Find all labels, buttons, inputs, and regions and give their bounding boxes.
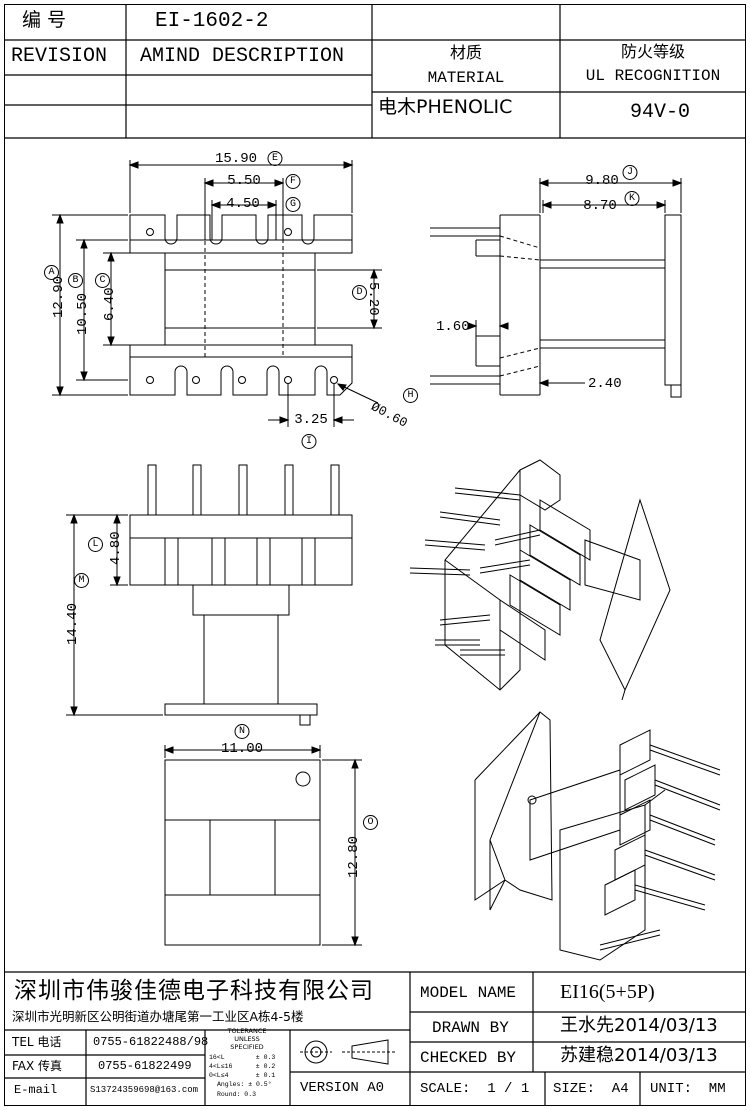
dim-d-value: 5.20 (365, 282, 381, 316)
drawn-by: 王水先2014/03/13 (560, 1015, 718, 1036)
ul-en-label: UL RECOGNITION (585, 67, 721, 85)
dim-k-label: K (624, 191, 640, 206)
dim-i-value: 3.25 (294, 412, 328, 428)
model-name-label: MODEL NAME (420, 984, 517, 1002)
material-en-label: MATERIAL (427, 69, 505, 87)
dim-f-label: F (285, 174, 301, 189)
dim-h-label: H (403, 388, 418, 403)
dim-g-value: 4.50 (226, 196, 260, 212)
company-address: 深圳市光明新区公明街道办塘尾第一工业区A栋4-5楼 (12, 1009, 304, 1024)
material-value: 电木PHENOLIC (378, 96, 513, 118)
dim-e-label: E (267, 151, 283, 166)
title-block-grid (4, 971, 746, 1106)
top-view (52, 160, 382, 427)
fax-value: 0755-61822499 (98, 1059, 192, 1073)
ul-cn-label: 防火等级 (620, 42, 686, 61)
dim-c-value: 6.40 (102, 287, 118, 321)
bottom-view (163, 745, 362, 947)
scale: SCALE: 1 / 1 (420, 1081, 530, 1097)
tolerance-row-2: 4<L≤16 ± 0.2 (209, 1063, 276, 1070)
header-grid (4, 4, 746, 139)
dim-m-value: 14.40 (65, 602, 81, 645)
tolerance-row-1: 16<L ± 0.3 (209, 1054, 276, 1061)
tolerance-row-5: Round: 0.3 (217, 1091, 257, 1098)
ul-value: 94V-0 (629, 101, 691, 124)
fax-label: FAX 传真 (12, 1059, 63, 1073)
dim-side-a-value: 1.60 (436, 319, 470, 335)
company-name: 深圳市伟骏佳德电子科技有限公司 (14, 978, 374, 1004)
dim-b-label: B (68, 273, 83, 288)
material-cn-label: 材质 (449, 43, 483, 62)
sheet-size: SIZE: A4 (553, 1081, 629, 1097)
tolerance-title-3: SPECIFIED (230, 1043, 264, 1051)
tel-value: 0755-61822488/98 (93, 1035, 209, 1049)
version: VERSION A0 (300, 1080, 385, 1096)
front-elevation (66, 464, 353, 726)
dim-side-b-value: 2.40 (588, 376, 622, 392)
dim-b-value: 10.50 (75, 292, 91, 335)
isometric-view-top (409, 459, 671, 701)
tolerance-row-3: 0<L≤4 ± 0.1 (209, 1072, 276, 1079)
part-number-label: 编 号 (22, 9, 67, 31)
tolerance-title-1: TOLERANCE (227, 1027, 267, 1035)
dim-e-value: 15.90 (214, 151, 258, 167)
tel-label: TEL 电话 (12, 1035, 62, 1049)
dim-j-value: 9.80 (585, 173, 619, 189)
drawn-by-label: DRAWN BY (432, 1019, 509, 1037)
isometric-view-bottom (474, 711, 721, 961)
tolerance-row-4: Angles: ± 0.5° (217, 1081, 272, 1088)
dim-a-value: 12.90 (51, 275, 67, 318)
dim-l-label: L (88, 537, 103, 552)
dim-k-value: 8.70 (583, 198, 617, 214)
dim-a-label: A (44, 265, 59, 280)
checked-by-label: CHECKED BY (420, 1049, 517, 1067)
dim-l-value: 4.80 (108, 531, 124, 565)
model-name: EI16(5+5P) (560, 981, 655, 1003)
side-view (430, 178, 683, 398)
email-label: E-mail (14, 1083, 58, 1097)
unit: UNIT: MM (650, 1081, 726, 1097)
dim-i-label: I (301, 434, 317, 449)
dim-f-value: 5.50 (227, 173, 261, 189)
dim-j-label: J (622, 165, 638, 180)
dim-c-label: C (95, 273, 110, 288)
dim-d-label: D (352, 285, 367, 300)
dim-o-label: O (363, 815, 378, 830)
projection-symbol (300, 1039, 395, 1065)
dim-n-label: N (234, 724, 250, 739)
checked-by: 苏建稳2014/03/13 (560, 1045, 718, 1066)
tolerance-title-2: UNLESS (234, 1035, 260, 1043)
amind-description-label: AMIND DESCRIPTION (140, 45, 345, 68)
revision-label: REVISION (11, 45, 108, 68)
dim-m-label: M (74, 573, 89, 588)
email-value: S13724359698@163.com (90, 1085, 199, 1095)
dim-o-value: 12.80 (346, 835, 362, 878)
dim-g-label: G (285, 197, 301, 212)
drawing-sheet (4, 4, 746, 1106)
part-number: EI-1602-2 (155, 10, 269, 33)
dim-n-value: 11.00 (220, 741, 264, 757)
